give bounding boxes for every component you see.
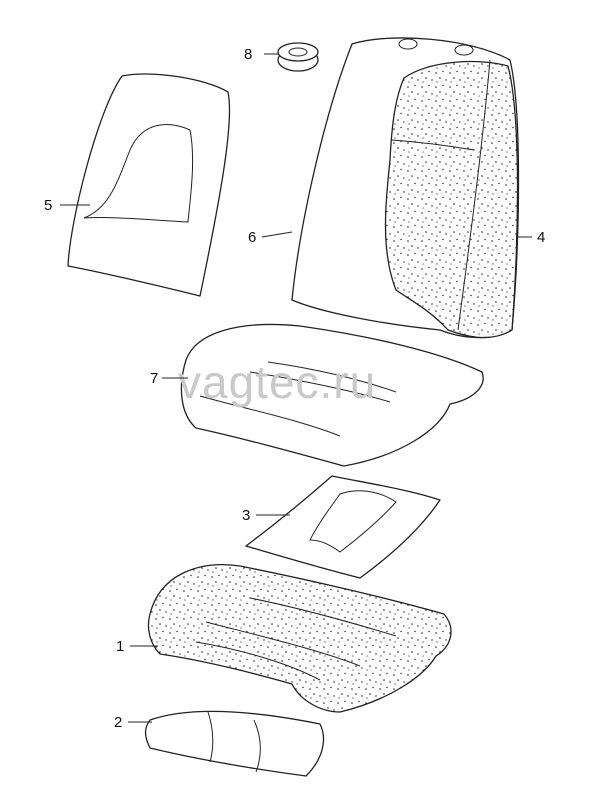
callout-3[interactable]: 3 <box>242 507 250 524</box>
part-5-back-panel[interactable] <box>67 73 231 297</box>
part-3-seat-sheet[interactable] <box>245 475 441 579</box>
callout-5[interactable]: 5 <box>44 197 52 214</box>
part-1-seat-cushion[interactable] <box>147 564 452 713</box>
callout-7[interactable]: 7 <box>150 370 158 387</box>
callout-2[interactable]: 2 <box>114 714 122 731</box>
leader-6 <box>261 231 293 238</box>
part-2-front-insert[interactable] <box>144 710 325 777</box>
callout-6[interactable]: 6 <box>248 229 256 246</box>
part-4-back-padding[interactable] <box>384 59 519 339</box>
watermark-text: vagtec.ru <box>178 356 376 408</box>
callout-1[interactable]: 1 <box>116 638 124 655</box>
callout-4[interactable]: 4 <box>537 229 545 246</box>
part-8-grommet[interactable] <box>277 42 319 72</box>
callout-8[interactable]: 8 <box>244 46 252 63</box>
part-7-seat-cover[interactable] <box>180 323 484 467</box>
